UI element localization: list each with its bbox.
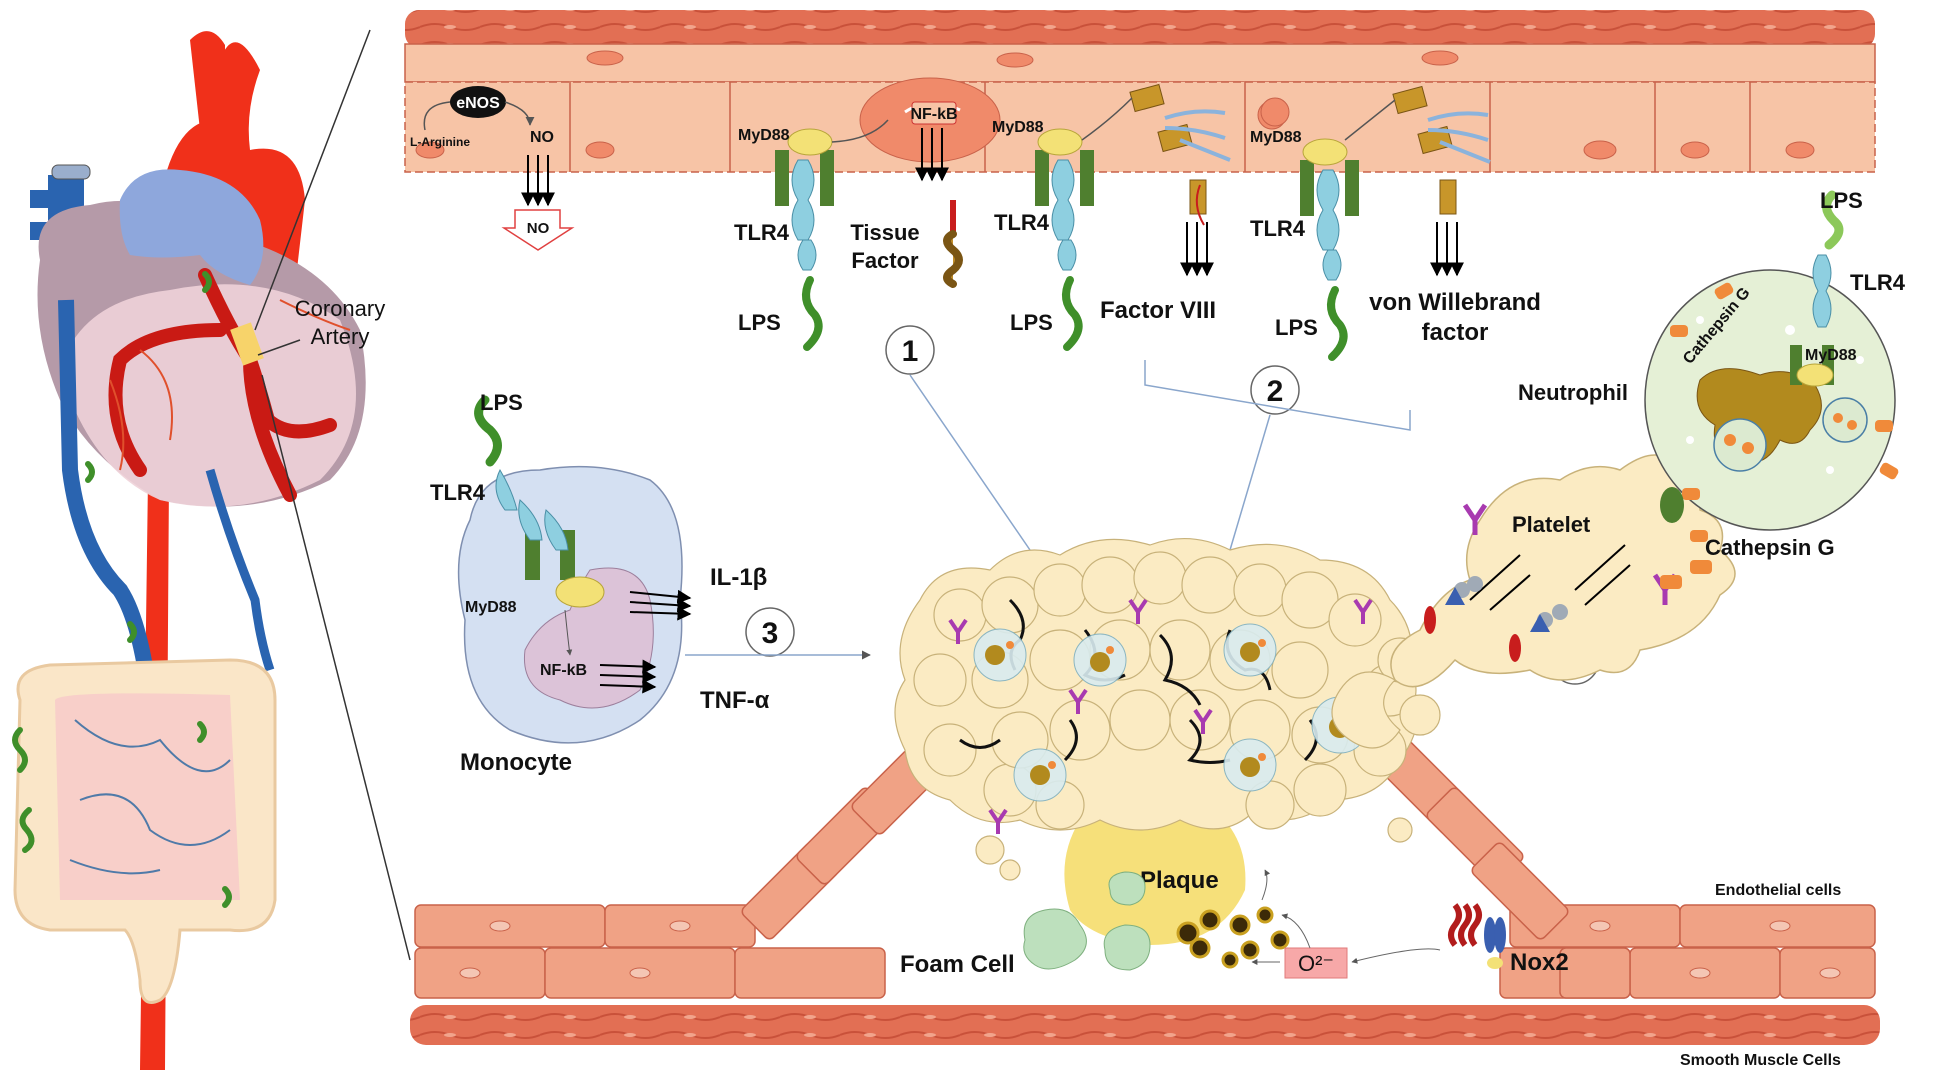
bracket-2 [1144,360,1411,431]
zoom-line-bottom [261,374,411,961]
superoxide-box [1284,947,1348,979]
myd88-label-3: MyD88 [1250,129,1302,146]
lps-molecule-2 [1062,276,1083,351]
tlr4-label-mono: TLR4 [430,480,486,505]
superoxide-label: O²⁻ [1298,951,1334,976]
thrombus-neutrophils [948,598,1373,834]
platelet-label: Platelet [1512,512,1591,537]
vwf-label: von Willebrand [1369,289,1541,316]
myd88-blob-neutro [1796,363,1834,387]
enos-no-pathway: eNOS L-Arginine NO NO [410,86,575,251]
lps-molecule-mono [474,395,502,467]
tlr4-tissue-factor: NF-kB MyD88 TLR4 LPS Tissue Factor [734,77,1001,351]
coronary-artery-label-2: Artery [311,324,370,349]
myd88-label-mono: MyD88 [465,599,517,616]
l-arginine-label: L-Arginine [410,135,470,149]
coronary-artery-label: Coronary [295,296,385,321]
nfkb-label-endo: NF-kB [910,106,957,123]
ros-particles [1176,906,1290,969]
lps-label-3: LPS [1275,315,1318,340]
tlr4-label-3: TLR4 [1250,216,1306,241]
myd88-label-2: MyD88 [992,119,1044,136]
tlr4-label-2: TLR4 [994,210,1050,235]
tlr4-label-neutro: TLR4 [1850,270,1906,295]
monocyte-label: Monocyte [460,749,572,776]
myd88-blob-2 [1037,128,1083,156]
tlr4-vwf: MyD88 TLR4 LPS von Willebrand factor [1250,85,1541,361]
factor-viii-label: Factor VIII [1100,297,1216,324]
neutrophil: LPS TLR4 Cathepsin G MyD88 Neutrophil Ca… [1518,188,1906,589]
myd88-label-neutro: MyD88 [1805,347,1857,364]
step-2: 2 [1267,375,1284,408]
lps-molecule-3 [1327,286,1348,361]
enos-label: eNOS [456,95,500,112]
zoom-line-top [254,29,371,331]
tlr4-label-1: TLR4 [734,220,790,245]
lps-molecule-neutro [1822,190,1844,250]
myd88-blob-3 [1302,138,1348,166]
myd88-blob [787,128,833,156]
bottom-vessel: Plaque Foam Cell O²⁻ Nox2 Endothelial ce… [410,737,1880,1069]
foam-cell-label: Foam Cell [900,951,1015,978]
lps-label-1: LPS [738,310,781,335]
no-label-cell: NO [530,129,554,146]
aorta-branch [190,31,225,130]
pulmonary-artery [119,169,264,285]
lps-molecule [802,276,823,351]
foam-cell [1023,908,1087,970]
plaque [1064,793,1246,945]
lps-squiggles-gut [12,271,232,908]
vwf-label-2: factor [1422,319,1489,346]
tissue-factor-label: Tissue [850,220,919,245]
tlr4-factor-viii: MyD88 TLR4 LPS Factor VIII [992,83,1231,351]
step-1: 1 [902,335,919,368]
step-3: 3 [762,617,779,650]
cathepsin-g-label-bottom: Cathepsin G [1705,535,1835,560]
tissue-factor-protein [943,230,963,288]
il1b-label: IL-1β [710,564,767,591]
neutrophil-label: Neutrophil [1518,380,1628,405]
nfkb-label-mono: NF-kB [540,662,587,679]
endothelial-cells-label: Endothelial cells [1715,882,1841,899]
anatomy-panel: Coronary Artery [12,31,385,1071]
tissue-factor-label-2: Factor [851,248,919,273]
nox2-complex [1448,903,1506,969]
no-label-out: NO [527,220,550,237]
nox2-label: Nox2 [1510,949,1569,976]
lps-label-neutro: LPS [1820,188,1863,213]
enos-enzyme [450,86,506,118]
tnfa-label: TNF-α [700,687,770,714]
myd88-blob-mono [555,576,605,608]
lps-label-mono: LPS [480,390,523,415]
platelet: Platelet [1331,454,1736,749]
lps-label-2: LPS [1010,310,1053,335]
platelet-cell [1390,454,1736,688]
myd88-label-1: MyD88 [738,127,790,144]
vein-left [58,299,158,701]
plaque-label: Plaque [1140,867,1219,894]
smooth-muscle-cells-label: Smooth Muscle Cells [1680,1052,1841,1069]
monocyte: LPS TLR4 MyD88 NF-kB IL-1β TNF-α Monocyt… [430,390,770,776]
no-release-arrow [501,209,575,251]
